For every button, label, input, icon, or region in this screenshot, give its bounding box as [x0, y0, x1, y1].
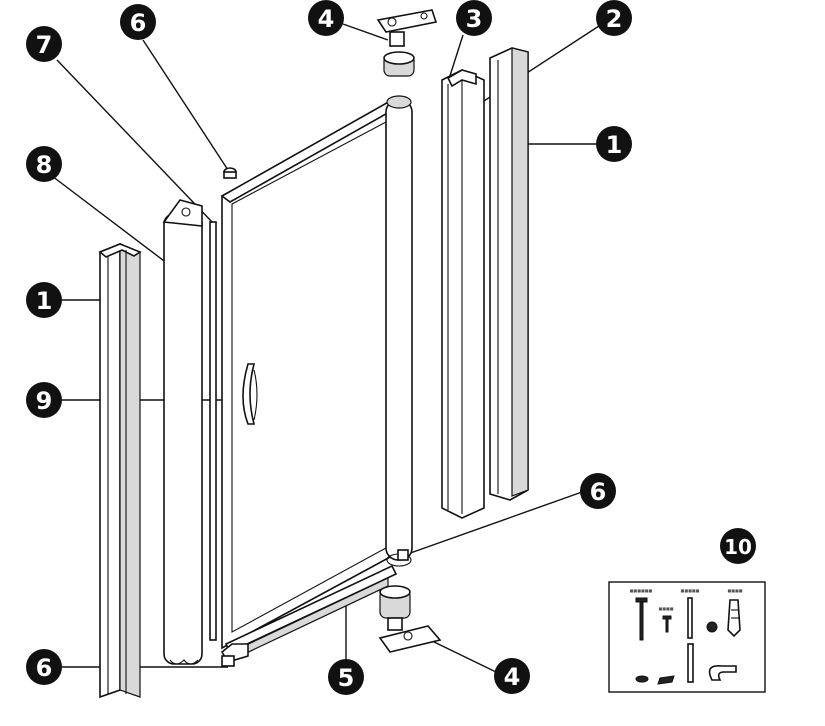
svg-text:■■■■: ■■■■ [727, 588, 742, 593]
leader-7 [56, 59, 215, 225]
callout-5: 5 [328, 659, 364, 695]
callout-1-left: 1 [26, 282, 62, 318]
washer-icon [635, 675, 649, 683]
callout-label: 10 [724, 535, 752, 559]
callout-label: 7 [36, 31, 53, 59]
cap-bottom [221, 655, 235, 667]
fixing-kit-box: ■■■■■■ ■■■■ ■■■■■ ■■■■ [608, 581, 766, 693]
svg-text:■■■■: ■■■■ [658, 606, 673, 611]
callout-2: 2 [596, 0, 632, 36]
callout-label: 6 [36, 654, 53, 682]
svg-text:■■■■■■: ■■■■■■ [630, 588, 653, 593]
callout-label: 4 [504, 663, 521, 691]
leader-3 [447, 34, 464, 83]
leader-lines [51, 23, 603, 673]
callout-8: 8 [26, 146, 62, 182]
cap-icon [706, 621, 718, 633]
callout-3: 3 [456, 0, 492, 36]
rod-long-icon [687, 643, 694, 683]
leader-6-right [401, 491, 583, 557]
cap-top [223, 167, 237, 179]
wall-plug-icon [727, 599, 741, 638]
door-panel [220, 95, 413, 650]
cap-right [397, 549, 409, 561]
callout-label: 8 [36, 151, 53, 179]
callout-label: 1 [606, 131, 623, 159]
leader-8 [51, 175, 177, 271]
leader-4-top [342, 23, 389, 41]
callout-6-bottom: 6 [26, 649, 62, 685]
callout-label: 1 [36, 287, 53, 315]
callout-1-right: 1 [596, 126, 632, 162]
callout-9: 9 [26, 382, 62, 418]
seal-strip [209, 221, 217, 641]
wall-profile-right [489, 47, 529, 501]
door-handle [242, 363, 258, 425]
hinge-top [376, 9, 438, 77]
callout-label: 6 [590, 478, 607, 506]
leader-6-top [142, 39, 229, 171]
svg-text:■■■■■: ■■■■■ [681, 588, 700, 593]
callout-label: 5 [338, 664, 355, 692]
callout-label: 6 [130, 9, 147, 37]
screw-long-icon [635, 597, 648, 641]
hook-icon [708, 664, 737, 681]
u-channel [441, 69, 485, 519]
callout-4-bottom: 4 [494, 658, 530, 694]
callout-7: 7 [26, 26, 62, 62]
callout-label: 3 [466, 5, 483, 33]
rod-icon [687, 597, 693, 639]
hinge-profile [162, 199, 203, 665]
hinge-bottom [378, 585, 442, 653]
callout-6-top: 6 [120, 4, 156, 40]
strip-icon [657, 675, 675, 685]
bottom-seal [220, 564, 398, 663]
callout-label: 4 [318, 5, 335, 33]
leader-4-bottom [429, 639, 497, 673]
leader-2 [463, 23, 603, 115]
callout-4-top: 4 [308, 0, 344, 36]
callout-6-right: 6 [580, 473, 616, 509]
callout-label: 2 [606, 5, 623, 33]
callout-label: 9 [36, 387, 53, 415]
screw-small-icon [662, 615, 672, 633]
callout-10: 10 [720, 528, 756, 564]
wall-profile-left [98, 242, 142, 699]
